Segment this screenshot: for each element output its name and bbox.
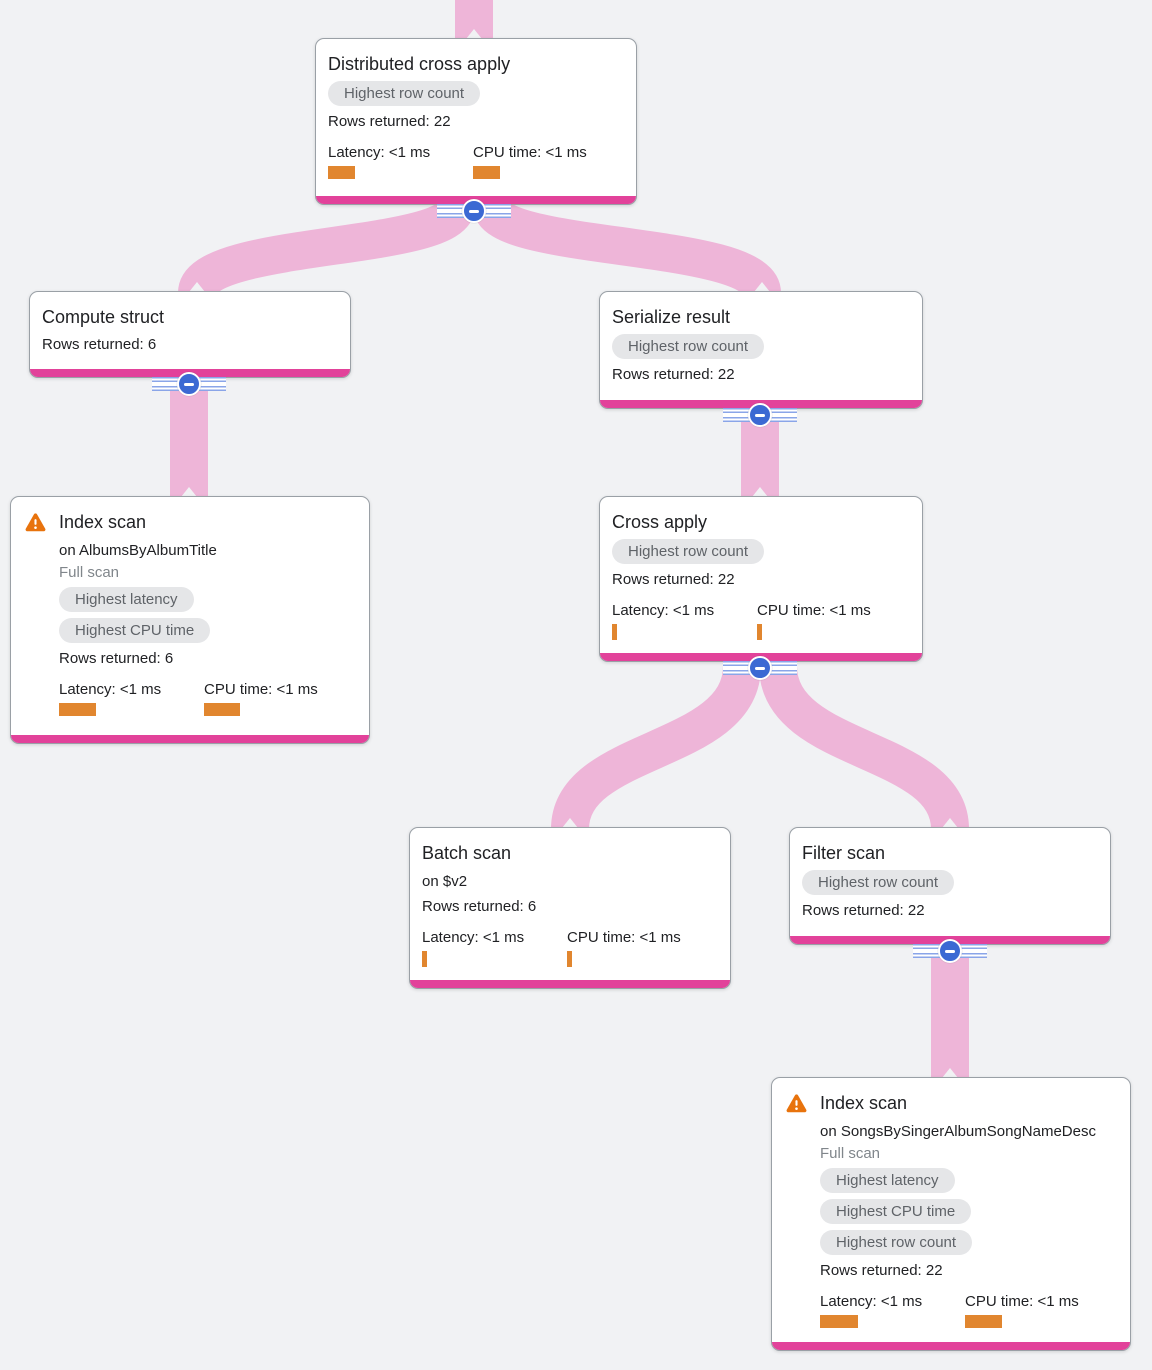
badge-highest-row-count: Highest row count: [820, 1230, 973, 1255]
node-title: Index scan: [820, 1093, 908, 1113]
edge-distributed-to-serialize: [473, 199, 781, 298]
warning-icon: [786, 1093, 807, 1113]
rows-returned: Rows returned: 22: [802, 902, 925, 919]
rows-returned: Rows returned: 6: [42, 336, 157, 353]
cpu-time-bar: [757, 624, 762, 640]
rows-returned: Rows returned: 22: [328, 113, 451, 130]
plan-node-filter-scan[interactable]: Filter scan Highest row count Rows retur…: [789, 827, 1111, 945]
node-title: Index scan: [59, 512, 147, 532]
rows-returned: Rows returned: 6: [422, 898, 537, 915]
cpu-time-label: CPU time: <1 ms: [757, 602, 871, 619]
node-subtitle: on $v2: [422, 873, 468, 890]
cpu-time-label: CPU time: <1 ms: [473, 144, 587, 161]
edge-arrow-notch: [466, 29, 482, 39]
edge-compute-to-indexscan: [170, 376, 208, 498]
latency-bar: [328, 166, 355, 179]
edge-arrow-notch: [942, 1068, 958, 1078]
latency-label: Latency: <1 ms: [328, 144, 431, 161]
latency-label: Latency: <1 ms: [612, 602, 715, 619]
cpu-time-bar: [965, 1315, 1002, 1328]
collapse-knob[interactable]: [462, 199, 486, 223]
collapse-button-serialize-result[interactable]: [723, 403, 797, 427]
plan-node-batch-scan[interactable]: Batch scan on $v2 Rows returned: 6 Laten…: [409, 827, 731, 989]
minus-icon: [184, 382, 194, 386]
latency-label: Latency: <1 ms: [422, 929, 525, 946]
node-title: Serialize result: [612, 307, 731, 327]
edge-arrow-notch: [752, 487, 768, 497]
plan-node-index-scan-albums[interactable]: Index scan on AlbumsByAlbumTitle Full sc…: [10, 496, 370, 744]
latency-label: Latency: <1 ms: [59, 681, 162, 698]
collapse-button-compute-struct[interactable]: [152, 372, 226, 396]
cpu-time-bar: [204, 703, 240, 716]
minus-icon: [469, 209, 479, 213]
edge-arrow-notch: [754, 282, 770, 292]
node-title: Compute struct: [42, 307, 165, 327]
collapse-knob[interactable]: [177, 372, 201, 396]
latency-bar: [59, 703, 96, 716]
rows-returned: Rows returned: 22: [612, 571, 735, 588]
collapse-button-distributed-cross-apply[interactable]: [437, 199, 511, 223]
plan-node-compute-struct[interactable]: Compute struct Rows returned: 6: [29, 291, 351, 378]
collapse-button-filter-scan[interactable]: [913, 939, 987, 963]
latency-bar: [820, 1315, 858, 1328]
node-scan-note: Full scan: [59, 564, 120, 581]
node-title: Cross apply: [612, 512, 708, 532]
badge-highest-row-count: Highest row count: [328, 81, 481, 106]
badge-highest-cpu-time: Highest CPU time: [820, 1199, 972, 1224]
cpu-time-bar: [567, 951, 572, 967]
edge-arrow-notch: [181, 487, 197, 497]
node-accent-bar: [772, 1342, 1130, 1350]
node-scan-note: Full scan: [820, 1145, 881, 1162]
edge-arrow-notch: [189, 282, 205, 292]
badge-highest-latency: Highest latency: [59, 587, 194, 612]
cpu-time-bar: [473, 166, 500, 179]
rows-returned: Rows returned: 22: [612, 366, 735, 383]
edge-distributed-to-compute: [178, 199, 475, 298]
minus-icon: [945, 949, 955, 953]
node-subtitle: on SongsBySingerAlbumSongNameDesc: [820, 1123, 1096, 1140]
plan-node-serialize-result[interactable]: Serialize result Highest row count Rows …: [599, 291, 923, 409]
badge-highest-cpu-time: Highest CPU time: [59, 618, 211, 643]
minus-icon: [755, 666, 765, 670]
collapse-button-cross-apply[interactable]: [723, 656, 797, 680]
edge-crossapply-to-filterscan: [759, 664, 969, 831]
edge-arrow-notch: [562, 818, 578, 828]
plan-node-distributed-cross-apply[interactable]: Distributed cross apply Highest row coun…: [315, 38, 637, 205]
latency-bar: [422, 951, 427, 967]
node-title: Batch scan: [422, 843, 512, 863]
node-title: Filter scan: [802, 843, 886, 863]
latency-label: Latency: <1 ms: [820, 1293, 923, 1310]
plan-node-cross-apply[interactable]: Cross apply Highest row count Rows retur…: [599, 496, 923, 662]
edge-crossapply-to-batchscan: [551, 664, 761, 831]
badge-highest-row-count: Highest row count: [802, 870, 955, 895]
warning-icon: [25, 512, 46, 532]
badge-highest-latency: Highest latency: [820, 1168, 955, 1193]
cpu-time-label: CPU time: <1 ms: [567, 929, 681, 946]
latency-bar: [612, 624, 617, 640]
node-title: Distributed cross apply: [328, 54, 511, 74]
badge-highest-row-count: Highest row count: [612, 334, 765, 359]
rows-returned: Rows returned: 6: [59, 650, 174, 667]
edge-arrow-notch: [942, 818, 958, 828]
node-subtitle: on AlbumsByAlbumTitle: [59, 542, 217, 559]
collapse-knob[interactable]: [938, 939, 962, 963]
cpu-time-label: CPU time: <1 ms: [965, 1293, 1079, 1310]
collapse-knob[interactable]: [748, 403, 772, 427]
node-accent-bar: [11, 735, 369, 743]
rows-returned: Rows returned: 22: [820, 1262, 943, 1279]
badge-highest-row-count: Highest row count: [612, 539, 765, 564]
edge-filter-to-indexscan: [931, 944, 969, 1079]
plan-node-index-scan-songs[interactable]: Index scan on SongsBySingerAlbumSongName…: [771, 1077, 1131, 1351]
node-accent-bar: [410, 980, 730, 988]
collapse-knob[interactable]: [748, 656, 772, 680]
minus-icon: [755, 413, 765, 417]
cpu-time-label: CPU time: <1 ms: [204, 681, 318, 698]
